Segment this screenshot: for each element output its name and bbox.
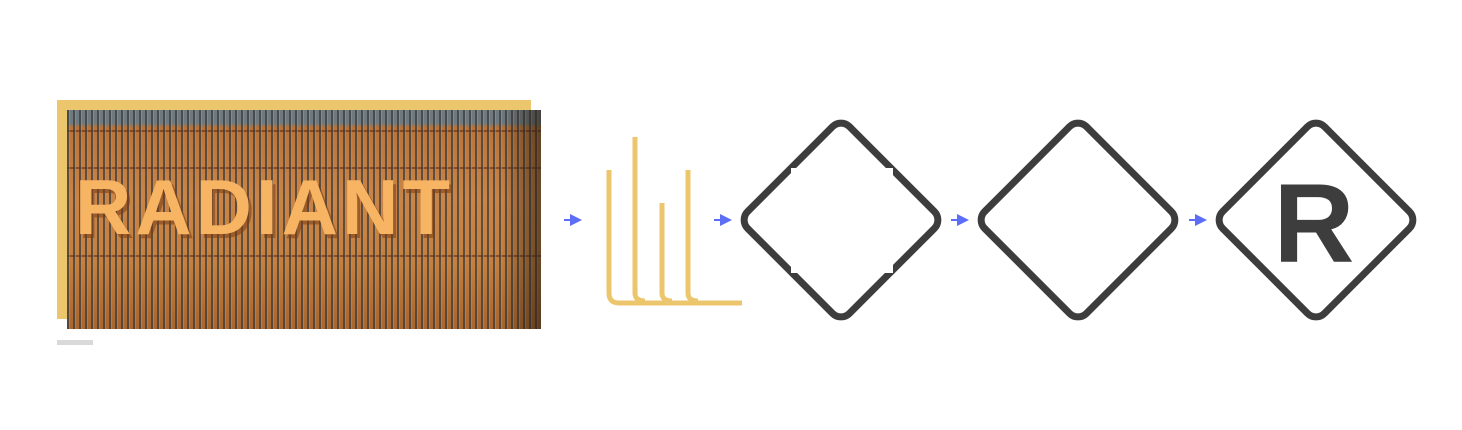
- final-mark-icon: R: [1215, 119, 1417, 321]
- mark-letter: R: [1274, 161, 1355, 286]
- inspiration-photo: RADIANT: [67, 110, 541, 329]
- sign-text: RADIANT: [75, 163, 454, 251]
- shade: [501, 110, 541, 329]
- diamond-icon: [977, 119, 1179, 321]
- broken-diamond-icon: [740, 119, 942, 321]
- slats: [67, 110, 541, 329]
- caption-placeholder: [57, 340, 93, 345]
- line-concept-icon: [606, 137, 742, 306]
